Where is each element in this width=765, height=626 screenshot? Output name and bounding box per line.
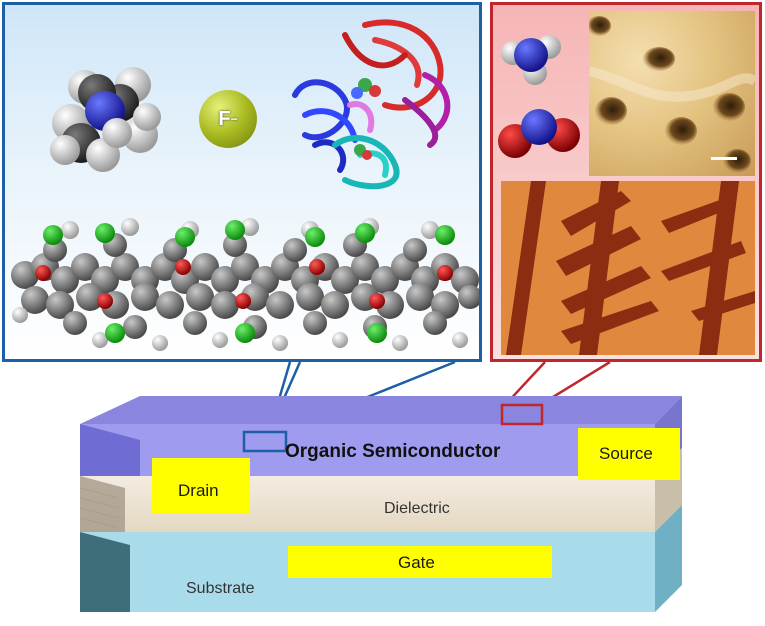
substrate-label: Substrate (186, 580, 255, 597)
scale-bar (711, 157, 737, 160)
fluoride-ion-icon: F− (199, 90, 257, 148)
semiconductor-top-face (80, 396, 682, 424)
source-label: Source (599, 444, 653, 463)
drain-label: Drain (178, 481, 219, 500)
right-afm-panel (490, 2, 762, 362)
afm-surface-pits (587, 16, 758, 173)
gate-electrode (288, 546, 552, 578)
left-zoom-box (242, 430, 288, 453)
source-electrode (578, 428, 680, 480)
semiconductor-label: Organic Semiconductor (285, 441, 501, 462)
right-zoom-box (500, 403, 544, 426)
tetramethylammonium-icon (50, 67, 161, 172)
molecular-stack-icon (11, 218, 479, 351)
protein-ribbon-icon (292, 19, 451, 190)
nitrogen-dioxide-molecule-icon (498, 109, 580, 158)
fluoride-charge: − (230, 112, 238, 126)
fluoride-label: F (218, 107, 231, 130)
afm-image-bottom (501, 181, 755, 355)
afm-image-top (587, 11, 758, 176)
ammonia-molecule-icon (501, 35, 561, 85)
afm-terraces (506, 181, 755, 355)
left-molecule-panel: F− (2, 2, 482, 362)
drain-electrode (152, 458, 250, 513)
dielectric-label: Dielectric (384, 500, 450, 517)
gate-label: Gate (398, 553, 435, 572)
